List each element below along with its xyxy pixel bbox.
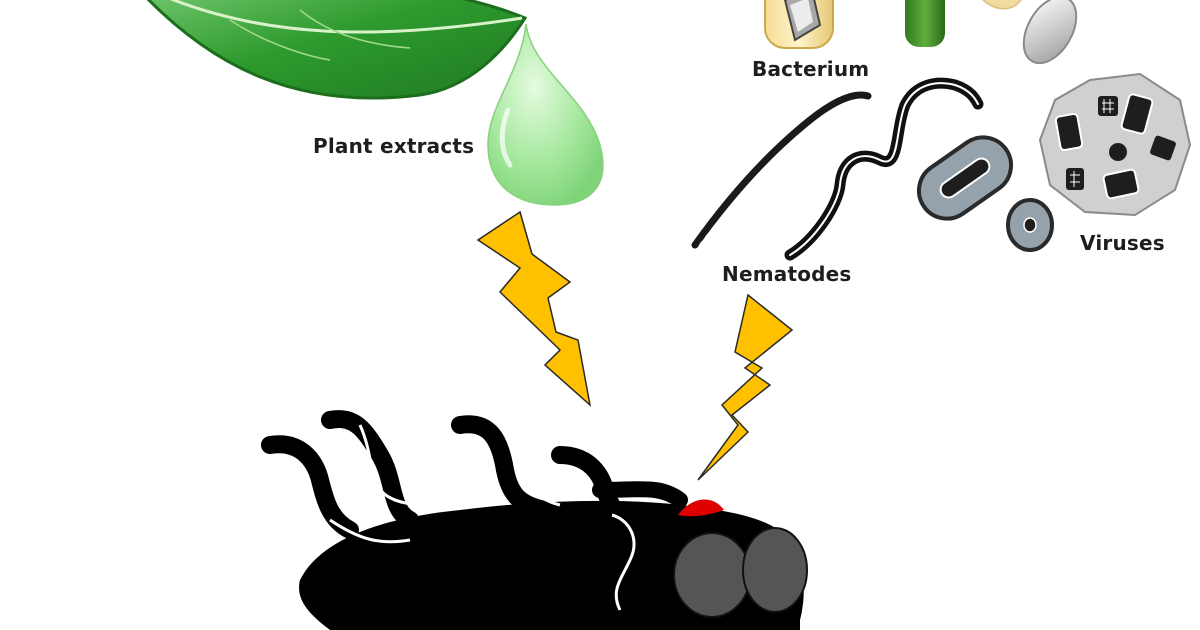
insect-silhouette [261,410,808,630]
label-plant-extracts: Plant extracts [313,134,475,158]
lightning-bolt-left [476,210,592,408]
label-viruses: Viruses [1080,231,1165,255]
label-bacterium: Bacterium [752,57,870,81]
bacterium-illustration [764,0,1078,65]
label-nematodes: Nematodes [722,262,852,286]
plant-extract-droplet [487,23,604,206]
lightning-bolt-right [697,293,794,481]
leaf-illustration [146,0,528,100]
nematodes-illustration [691,77,984,261]
viruses-illustration [916,72,1192,252]
